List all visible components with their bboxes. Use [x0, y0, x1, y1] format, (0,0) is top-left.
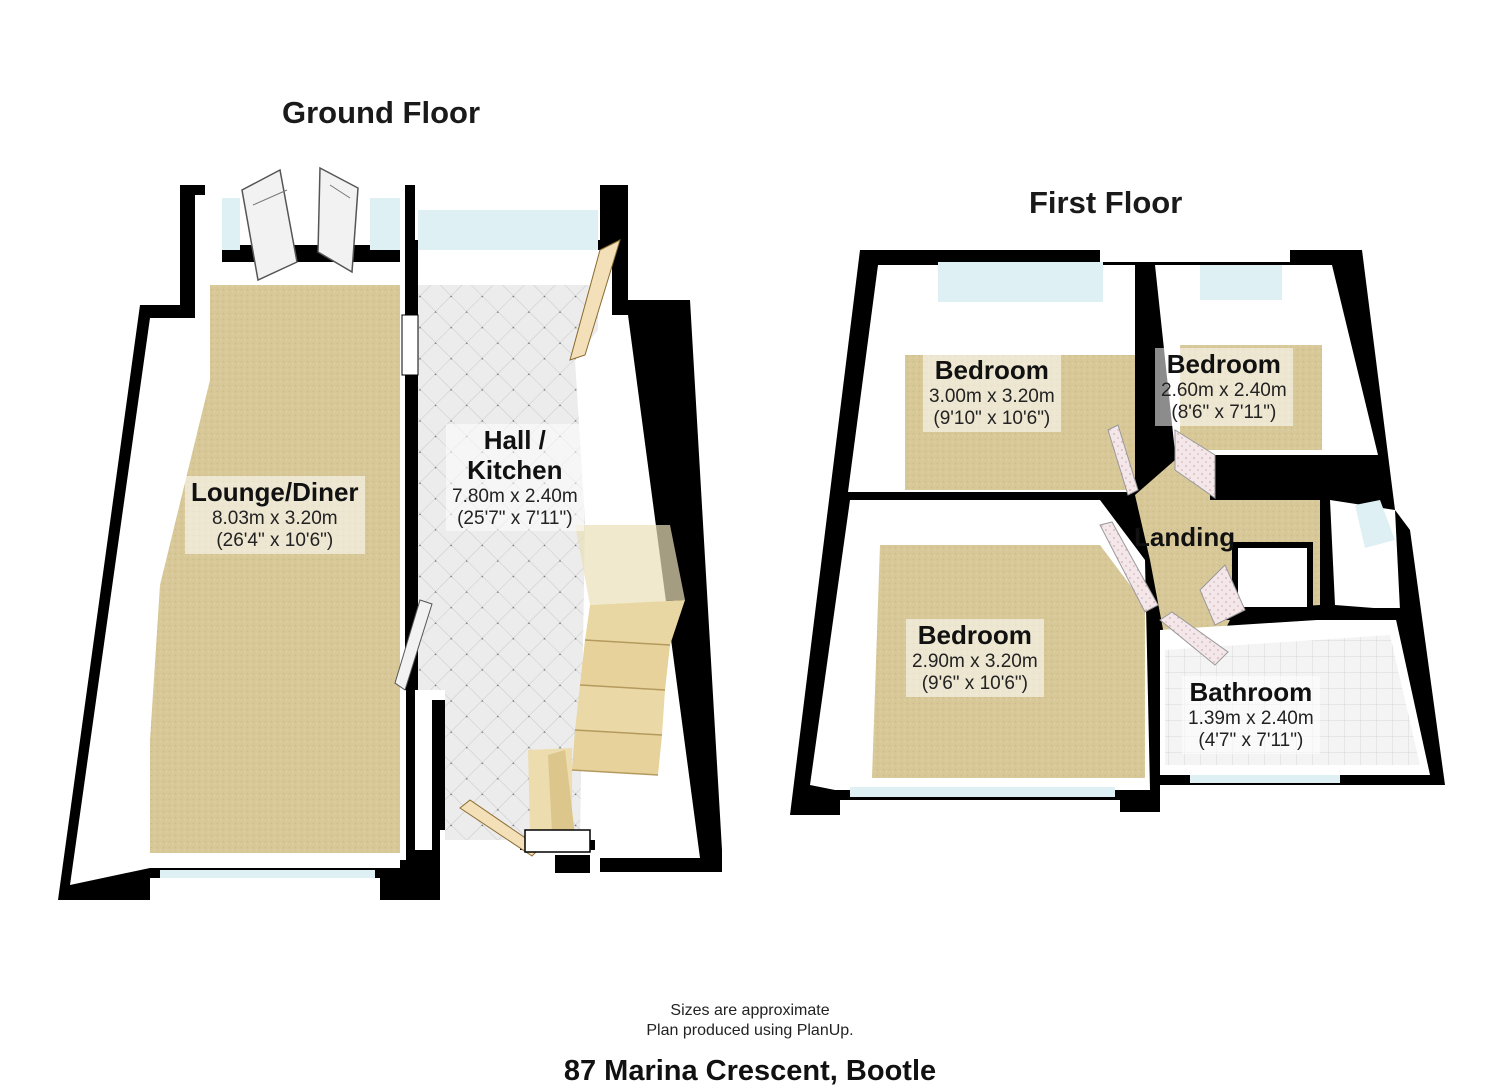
cupboard-door	[1199, 564, 1246, 626]
room-label-bathroom: Bathroom 1.39m x 2.40m (4'7" x 7'11")	[1182, 676, 1320, 754]
ground-floor-plan	[58, 166, 722, 900]
room-dimensions-metric: 1.39m x 2.40m	[1188, 707, 1314, 729]
hall-window	[418, 210, 598, 250]
lounge-floor	[150, 285, 400, 853]
room-name: Bedroom	[934, 355, 1049, 385]
bathroom-door	[1159, 611, 1229, 666]
room-label-bedroom-2: Bedroom 2.60m x 2.40m (8'6" x 7'11")	[1155, 348, 1293, 426]
bedroom1-window	[938, 262, 1103, 302]
room-label-bedroom-3: Bedroom 2.90m x 3.20m (9'6" x 10'6")	[906, 619, 1044, 697]
room-label-landing: Landing	[1128, 521, 1241, 555]
french-door-left	[241, 168, 298, 282]
footer-note-sizes: Sizes are approximate	[670, 1002, 830, 1019]
bedroom3-window	[850, 787, 1115, 797]
room-dimensions-imperial: (9'6" x 10'6")	[921, 672, 1028, 694]
room-label-hall-kitchen: Hall / Kitchen 7.80m x 2.40m (25'7" x 7'…	[446, 424, 584, 532]
lounge-bottom-window	[160, 870, 375, 878]
room-name: Bedroom	[1166, 349, 1281, 379]
first-floor-title: First Floor	[1029, 185, 1183, 220]
bedroom1-door	[1107, 424, 1139, 496]
room-name: Bathroom	[1189, 677, 1313, 707]
lounge-door	[394, 599, 433, 691]
french-door-right	[317, 166, 359, 274]
room-dimensions-metric: 2.60m x 2.40m	[1161, 379, 1287, 401]
room-name-line2: Kitchen	[467, 454, 563, 485]
staircase	[524, 525, 685, 873]
ground-floor-title: Ground Floor	[282, 95, 481, 130]
room-name: Lounge/Diner	[191, 477, 359, 507]
hall-floor	[418, 285, 598, 840]
room-label-bedroom-1: Bedroom 3.00m x 3.20m (9'10" x 10'6")	[923, 354, 1061, 432]
room-dimensions-imperial: (4'7" x 7'11")	[1198, 729, 1304, 751]
kitchen-door	[569, 239, 621, 361]
bedroom2-window	[1200, 265, 1282, 300]
bedroom3-door	[1099, 521, 1159, 613]
lounge-window-2	[370, 198, 400, 250]
room-dimensions-imperial: (25'7" x 7'11")	[457, 507, 573, 529]
room-name: Landing	[1134, 522, 1236, 552]
room-dimensions-metric: 7.80m x 2.40m	[452, 485, 578, 507]
room-dimensions-metric: 3.00m x 3.20m	[929, 385, 1055, 407]
room-label-lounge-diner: Lounge/Diner 8.03m x 3.20m (26'4" x 10'6…	[185, 476, 365, 554]
first-floor-plan	[790, 250, 1445, 815]
room-name-line1: Hall /	[483, 425, 546, 455]
bedroom2-door	[1174, 429, 1216, 499]
bathroom-window	[1190, 775, 1340, 783]
room-dimensions-imperial: (8'6" x 7'11")	[1171, 401, 1277, 423]
room-dimensions-imperial: (26'4" x 10'6")	[216, 529, 334, 551]
landing-cupboard	[1232, 542, 1313, 613]
room-dimensions-metric: 2.90m x 3.20m	[912, 650, 1038, 672]
room-dimensions-metric: 8.03m x 3.20m	[211, 507, 338, 529]
room-name: Bedroom	[917, 620, 1032, 650]
property-address: 87 Marina Crescent, Bootle	[563, 1055, 937, 1087]
lounge-window	[222, 198, 240, 250]
room-dimensions-imperial: (9'10" x 10'6")	[933, 407, 1051, 429]
footer-note-planup: Plan produced using PlanUp.	[646, 1022, 854, 1039]
